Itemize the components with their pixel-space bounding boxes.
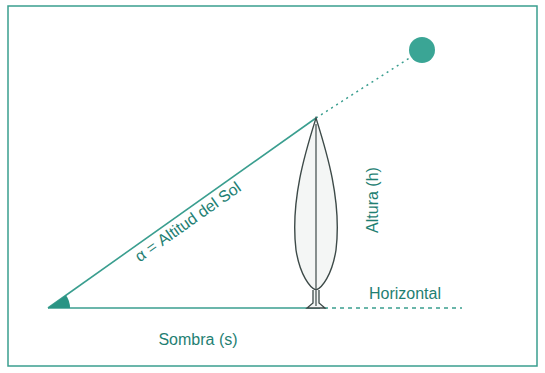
ground-line [48,307,316,309]
height-line [315,124,316,306]
hypotenuse [48,118,316,308]
horizontal-label: Horizontal [369,285,441,303]
frame [8,6,537,366]
horizontal-line [316,307,462,309]
angle-label: α = Altitud del Sol [132,179,244,266]
height-label: Altura (h) [364,167,382,233]
shadow-label: Sombra (s) [158,331,237,349]
angle-wedge [48,295,70,308]
sun [409,37,435,63]
sun-ray [316,57,411,118]
